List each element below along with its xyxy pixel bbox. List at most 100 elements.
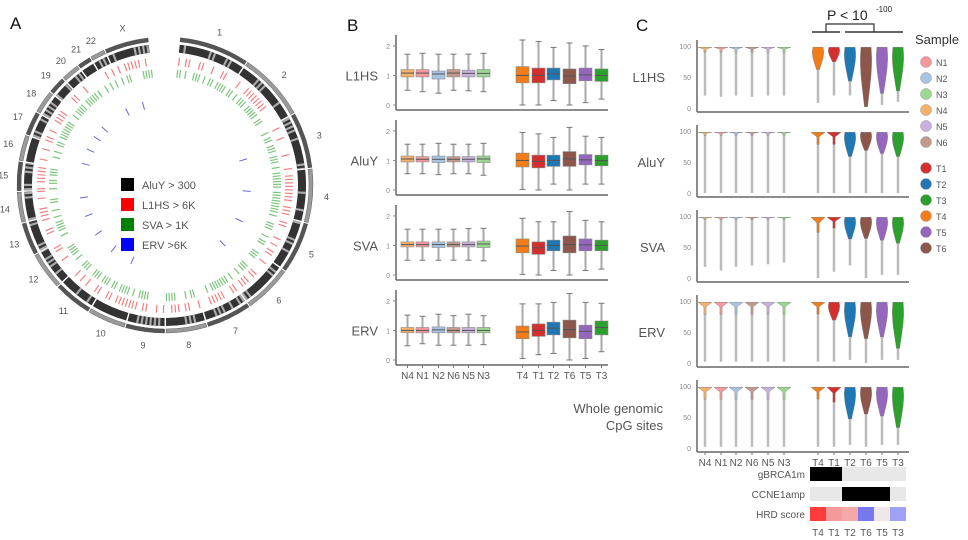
violin-T3 [892, 217, 904, 275]
x-tick-label: T2 [844, 458, 856, 469]
sva-mark [72, 249, 80, 256]
sva-mark [52, 156, 61, 160]
sva-mark [142, 70, 146, 80]
y-tick-label: 2 [386, 214, 390, 221]
l1hs-mark [49, 129, 57, 134]
y-tick-label: 1 [386, 243, 390, 250]
x-tick-label: T4 [517, 371, 529, 382]
box-body [578, 324, 593, 340]
chromosome-14: 14 [0, 190, 88, 223]
violin-N5 [760, 217, 776, 265]
box-T5 [578, 45, 593, 104]
sva-mark [145, 70, 148, 79]
aluy-track [281, 117, 305, 170]
aluy-track [25, 137, 40, 163]
l1hs-mark [130, 61, 134, 70]
box-T3 [594, 302, 609, 353]
chromosome-19: 19 [41, 70, 108, 133]
chromosome-4: 4 [242, 168, 329, 223]
legend-swatch-1 [121, 198, 134, 211]
x-tick-label: T6 [564, 371, 576, 382]
l1hs-mark [197, 61, 202, 70]
violin-body [892, 47, 904, 92]
sva-mark [104, 85, 110, 94]
chromosome-8: 8 [165, 289, 208, 350]
band [39, 118, 48, 124]
violin-N2 [728, 47, 744, 96]
chromosome-ideogram-outer [16, 191, 26, 223]
chromosome-label: 8 [186, 340, 191, 350]
legend-dot-N1 [920, 56, 932, 68]
chromosome-label: 2 [282, 70, 287, 80]
violin-N1 [713, 132, 729, 193]
sva-mark [218, 278, 224, 286]
track-cell-T4 [810, 467, 826, 481]
violin-body [826, 387, 842, 403]
violin-body [876, 47, 888, 94]
violin-body [876, 217, 888, 241]
sva-mark [272, 175, 281, 178]
y-tick-label: 0 [687, 106, 691, 113]
l1hs-mark [174, 304, 177, 313]
aluy-track [82, 63, 98, 78]
legend-label-T2: T2 [936, 180, 947, 190]
box-N6 [446, 53, 461, 91]
sva-mark [272, 196, 281, 200]
sva-mark [103, 276, 109, 285]
band [296, 167, 305, 170]
sva-mark [235, 97, 242, 105]
violin-N6 [744, 302, 760, 362]
sva-mark [237, 264, 244, 271]
sva-mark [67, 243, 75, 249]
band [42, 112, 51, 119]
sva-mark [239, 262, 246, 269]
sva-mark [191, 72, 196, 81]
sva-mark [216, 82, 222, 91]
violin-T1 [828, 302, 840, 362]
violin-T2 [844, 302, 856, 360]
sva-mark [121, 284, 126, 293]
l1hs-mark [245, 90, 252, 97]
l1hs-mark [123, 63, 128, 72]
legend-title: Sample [915, 32, 959, 47]
chromosome-11: 11 [57, 245, 117, 316]
l1hs-mark [85, 278, 92, 286]
box-T1 [531, 303, 546, 356]
x-tick-label: N3 [778, 458, 791, 469]
row-label: AluY [351, 153, 379, 168]
violin-T2 [844, 387, 856, 445]
band [245, 289, 252, 298]
l1hs-mark [281, 153, 290, 157]
violin-N3 [776, 217, 792, 263]
l1hs-mark [124, 298, 129, 307]
sva-mark [271, 199, 280, 202]
y-tick-label: 2 [386, 44, 390, 51]
legend-label-2: SVA > 1K [142, 220, 189, 232]
l1hs-mark [39, 210, 48, 214]
chromosome-ideogram-outer [245, 61, 295, 115]
sva-mark [267, 150, 276, 154]
violin-T3 [892, 387, 904, 445]
chromosome-label: 21 [71, 45, 81, 55]
chromosome-ideogram-outer [18, 135, 30, 162]
band [287, 235, 296, 242]
violin-body [892, 132, 904, 157]
row-label: ERV [639, 325, 666, 340]
band [64, 84, 73, 92]
band [211, 52, 217, 62]
panel-b-letter: B [347, 16, 359, 35]
sva-mark [227, 90, 234, 98]
p-value-label: P < 10 [827, 7, 868, 23]
sva-mark [56, 222, 65, 227]
l1hs-mark [282, 209, 291, 212]
l1hs-mark [284, 192, 293, 195]
violin-body [760, 47, 776, 53]
l1hs-mark [231, 284, 238, 292]
violin-T6 [860, 302, 872, 363]
l1hs-mark [58, 113, 66, 120]
sva-mark [266, 144, 275, 149]
chromosome-ideogram-outer [57, 284, 91, 312]
band [220, 304, 226, 314]
l1hs-mark [222, 72, 228, 81]
